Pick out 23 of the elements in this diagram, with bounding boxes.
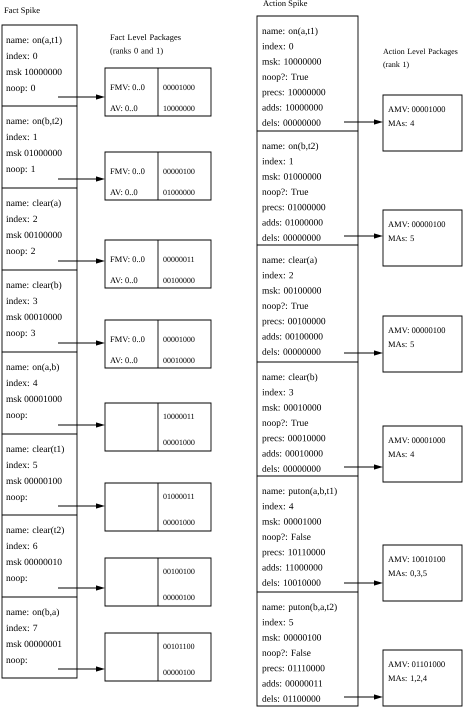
spike-cell: name: on(a,t1) index: 0 msk: 10000000 noop?: True precs: 10000000 adds: 10000000 dels: 00000000 [256,16,358,132]
heading: Fact Level Packages (ranks 0 and 1) [110,34,181,56]
package-box: AMV: 10010100 MAs: 0,3,5 [382,544,462,602]
spike-cell: name: clear(b) index: 3 msk 00010000 noop: 3 [2,270,78,352]
package-box: AMV: 00001000 MAs: 4 [382,94,462,152]
package-box: AMV: 00001000 MAs: 4 [382,426,462,482]
spike-cell: name: on(a,t1) index: 0 msk 10000000 noop: 0 [2,24,78,106]
spike-cell: name: puton(a,b,t1) index: 4 msk: 00001000 noop?: False precs: 10110000 adds: 11000000 dels: 10010000 [256,476,358,592]
spike-cell: name: on(b,a) index: 7 msk 00000001 noop: [2,596,78,678]
spike-cell: name: on(b,t2) index: 1 msk 01000000 noop: 1 [2,106,78,188]
spike-cell: name: on(b,t2) index: 1 msk: 01000000 noop?: True precs: 01000000 adds: 01000000 dels: 00000000 [256,130,358,246]
package-box: AMV: 01101000 MAs: 1,2,4 [382,650,462,706]
heading: Action Spike [263,0,308,8]
spike-cell: name: clear(b) index: 3 msk: 00010000 noop?: True precs: 00010000 adds: 00010000 dels: 00000000 [256,362,358,476]
spike-cell: name: on(a,b) index: 4 msk 00001000 noop: [2,352,78,434]
spike-cell: name: clear(t1) index: 5 msk 00000100 noop: [2,434,78,516]
spike-cell: name: clear(t2) index: 6 msk 00000010 noop: [2,514,78,598]
spike-cell: name: clear(a) index: 2 msk 00100000 noop: 2 [2,188,78,270]
heading: Fact Spike [4,7,40,15]
package-box: AMV: 00000100 MAs: 5 [382,210,462,266]
spike-cell: name: puton(b,a,t2) index: 5 msk: 00000100 noop?: False precs: 01110000 adds: 00000011 dels: 01100000 [256,592,358,706]
package-box: AMV: 00000100 MAs: 5 [382,316,462,372]
spike-cell: name: clear(a) index: 2 msk: 00100000 noop?: True precs: 00100000 adds: 00100000 dels: 00000000 [256,244,358,362]
